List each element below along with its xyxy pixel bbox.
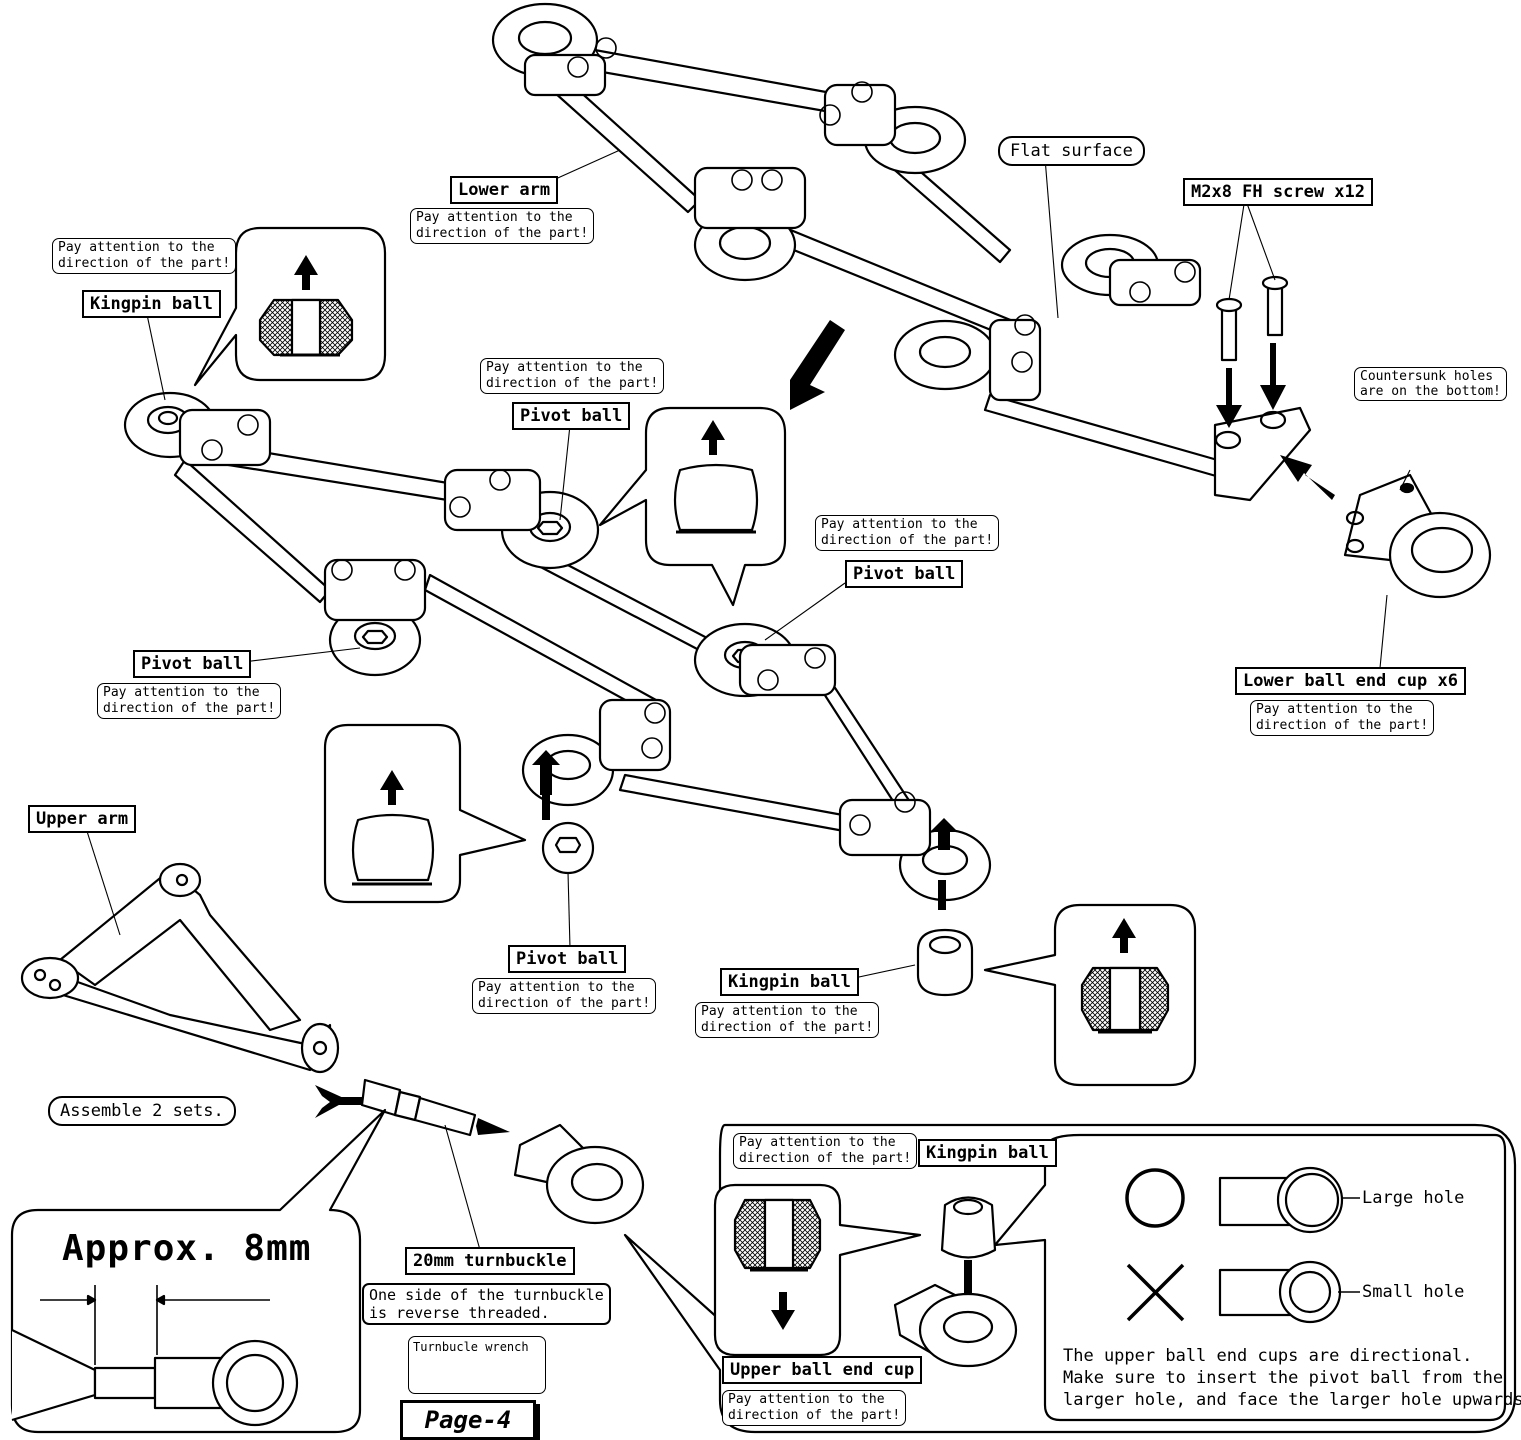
kingpin-ball-label: Kingpin ball (918, 1139, 1057, 1167)
lower-arm-assembled (123, 391, 992, 902)
direction-note: Pay attention to the direction of the pa… (472, 978, 657, 1014)
kingpin-ball-label: Kingpin ball (82, 290, 221, 318)
reverse-thread-line: is reverse threaded. (369, 1304, 550, 1322)
flat-head-screws (1215, 275, 1289, 362)
arrows (315, 320, 1335, 1135)
pivot-ball-label: Pivot ball (512, 402, 631, 430)
page-number: Page-4 (400, 1400, 536, 1440)
explanation-line: The upper ball end cups are directional. (1063, 1346, 1473, 1366)
pivot-ball-loose (541, 821, 595, 875)
pivot-ball-label: Pivot ball (845, 560, 964, 588)
lower-cup-label: Lower ball end cup x6 (1235, 667, 1466, 695)
pivot-ball-label: Pivot ball (133, 650, 252, 678)
turnbuckle-label: 20mm turnbuckle (405, 1247, 575, 1275)
directional-explanation: The upper ball end cups are directional.… (1063, 1345, 1521, 1411)
kingpin-ball-loose (916, 928, 974, 997)
explanation-line: Make sure to insert the pivot ball from … (1063, 1368, 1504, 1388)
direction-note: Pay attention to the direction of the pa… (695, 1002, 880, 1038)
kingpin-ball-label: Kingpin ball (720, 968, 859, 996)
explanation-line: larger hole, and face the larger hole up… (1063, 1390, 1521, 1410)
countersunk-line: are on the bottom! (1360, 384, 1501, 399)
direction-note: Pay attention to the direction of the pa… (480, 358, 665, 394)
direction-note: Pay attention to the direction of the pa… (97, 683, 282, 719)
direction-note: Pay attention to the direction of the pa… (52, 238, 237, 274)
direction-note: Pay attention to the direction of the pa… (722, 1390, 907, 1426)
direction-note: Pay attention to the direction of the pa… (733, 1133, 918, 1169)
reverse-thread-line: One side of the turnbuckle (369, 1286, 604, 1304)
leader-lines (84, 149, 1411, 1251)
screw-label: M2x8 FH screw x12 (1183, 178, 1373, 206)
wrench-label-box: Turnbucle wrench (408, 1336, 546, 1394)
turnbuckle (360, 1078, 477, 1137)
bubble-kingpin-right (1080, 918, 1170, 1034)
countersunk-line: Countersunk holes (1360, 369, 1494, 384)
direction-note: Pay attention to the direction of the pa… (815, 515, 1000, 551)
small-hole-label: Small hole (1362, 1282, 1465, 1302)
direction-note: Pay attention to the direction of the pa… (1250, 700, 1435, 736)
lower-ball-end-cup (1343, 473, 1492, 599)
assemble-note: Assemble 2 sets. (48, 1096, 236, 1126)
large-hole-label: Large hole (1362, 1188, 1465, 1208)
pivot-ball-label: Pivot ball (508, 945, 627, 973)
bubble-pivot-middle (673, 420, 759, 534)
inset-upper-cup (623, 1123, 1517, 1434)
approx-dimension: Approx. 8mm (62, 1228, 312, 1269)
direction-note: Pay attention to the direction of the pa… (410, 208, 595, 244)
upper-arm (20, 862, 340, 1074)
inset-approx (10, 1108, 387, 1434)
bubble-pivot-left (351, 770, 435, 886)
lower-arm-label: Lower arm (450, 176, 559, 204)
upper-ball-end (513, 1123, 645, 1225)
wrench-label: Turnbucle wrench (413, 1340, 529, 1354)
screw-heads (201, 37, 1196, 836)
upper-arm-label: Upper arm (28, 805, 137, 833)
lower-arm-top (491, 2, 1312, 502)
flat-surface-label: Flat surface (998, 136, 1145, 166)
bubble-kingpin-top (258, 255, 354, 357)
upper-cup-label: Upper ball end cup (722, 1356, 923, 1384)
